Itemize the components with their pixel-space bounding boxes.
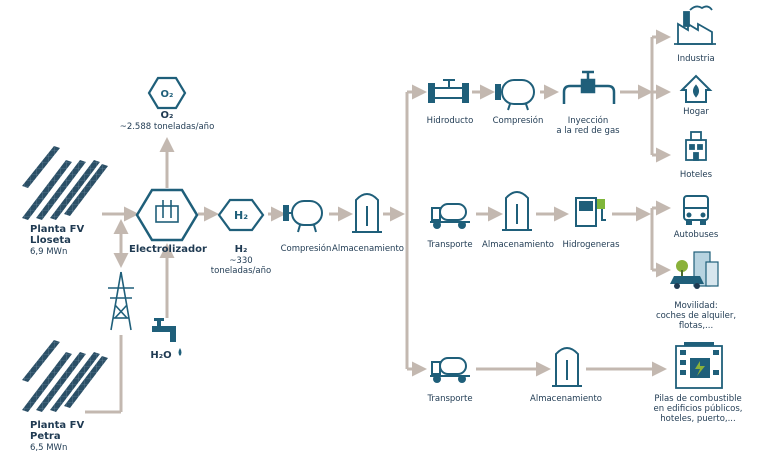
svg-text:O₂: O₂ [161, 89, 174, 100]
use-movilidad-line1: Movilidad: [674, 301, 718, 311]
petra-name-line1: Planta FV [30, 420, 85, 431]
petra-name-line2: Petra [30, 431, 61, 442]
solar-panels-lloseta-icon [22, 146, 108, 220]
station-label: Hidrogeneras [562, 240, 620, 250]
use-movilidad-line2: coches de alquiler, [655, 311, 737, 321]
lloseta-capacity: 6,9 MWn [30, 247, 68, 257]
use-hoteles-label: Hoteles [679, 170, 713, 180]
fuelcell-use-line2: en edificios públicos, [653, 404, 743, 414]
oxygen-amount: ~2.588 toneladas/año [119, 122, 215, 132]
storage-tank-icon [352, 193, 382, 233]
storage-tank-mid-icon [502, 191, 532, 231]
pipeline-icon [428, 79, 469, 103]
bottom-storage-label: Almacenamiento [530, 394, 602, 404]
hydrogen-icon: H₂ [217, 198, 265, 232]
mobility-city-icon [670, 251, 719, 289]
electrolyzer-label: Electrolizador [129, 244, 207, 255]
svg-text:H₂: H₂ [234, 209, 248, 222]
use-movilidad-line3: flotas,... [678, 321, 714, 331]
compressor-icon [283, 200, 323, 233]
oxygen-formula: O₂ [160, 110, 174, 121]
electrolyzer-icon [135, 188, 199, 242]
transport-truck-bottom-icon [430, 357, 470, 383]
injection-label-line2: a la red de gas [556, 126, 620, 136]
hydrogen-amount-line2: toneladas/año [210, 266, 272, 276]
transport-truck-mid-icon [430, 203, 470, 229]
hydrogen-station-icon [575, 197, 606, 227]
top-compression-label: Compresión [492, 116, 544, 126]
power-tower-icon [108, 271, 134, 331]
bus-icon [683, 195, 709, 225]
use-industria-label: Industria [677, 54, 715, 64]
compressor-top-icon [495, 79, 535, 111]
bottom-transport-label: Transporte [427, 394, 473, 404]
factory-icon [674, 5, 716, 45]
mid-transport-label: Transporte [427, 240, 473, 250]
water-formula: H₂O [150, 350, 172, 361]
main-compression-label: Compresión [280, 244, 332, 254]
use-hogar-label: Hogar [683, 107, 709, 117]
water-tap-icon [152, 318, 182, 356]
lloseta-name-line2: Lloseta [30, 235, 71, 246]
hydrogen-formula: H₂ [234, 244, 248, 255]
storage-tank-bottom-icon [552, 347, 582, 387]
mid-storage-label: Almacenamiento [482, 240, 554, 250]
solar-panels-petra-icon [22, 340, 108, 412]
hotel-icon [685, 131, 707, 161]
main-storage-label: Almacenamiento [332, 244, 404, 254]
petra-capacity: 6,5 MWn [30, 443, 68, 453]
gas-injection-icon [562, 70, 616, 104]
connector-arrows [85, 29, 671, 414]
home-icon [679, 74, 713, 103]
fuelcell-use-line1: Pilas de combustible [654, 394, 742, 404]
fuel-cell-building-icon [675, 342, 723, 389]
oxygen-icon: O₂ [147, 76, 187, 110]
use-autobuses-label: Autobuses [673, 230, 719, 240]
injection-label-line1: Inyección [567, 116, 609, 126]
fuelcell-use-line3: hoteles, puerto,... [660, 414, 736, 424]
pipeline-label: Hidroducto [426, 116, 474, 126]
hydrogen-amount-line1: ~330 [229, 256, 253, 266]
lloseta-name-line1: Planta FV [30, 224, 85, 235]
